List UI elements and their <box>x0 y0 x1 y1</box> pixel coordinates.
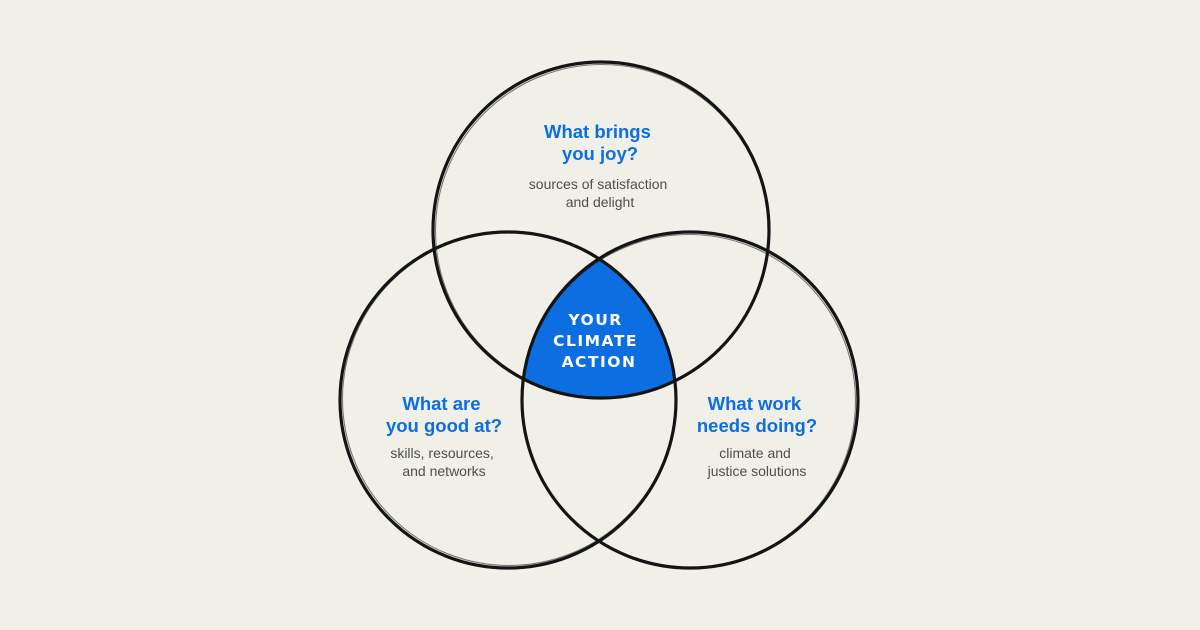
left-question-subtitle-line: skills, resources, <box>390 445 493 461</box>
top-question-subtitle-line: and delight <box>566 194 635 210</box>
top-question-title-line: you joy? <box>562 143 638 164</box>
right-circle-texture <box>521 233 857 569</box>
right-question-title: What work needs doing? <box>697 393 817 436</box>
top-question-subtitle-line: sources of satisfaction <box>529 176 668 192</box>
center-label: YOUR CLIMATE ACTION <box>553 311 645 371</box>
center-label-line: CLIMATE <box>553 332 638 350</box>
center-label-line: ACTION <box>562 353 637 371</box>
top-circle-texture <box>434 63 770 399</box>
right-question-subtitle-line: climate and <box>719 445 791 461</box>
center-label-line: YOUR <box>567 311 622 329</box>
right-question-subtitle-line: justice solutions <box>707 463 807 479</box>
left-question-title: What are you good at? <box>386 393 502 436</box>
right-question-subtitle: climate and justice solutions <box>707 445 807 479</box>
left-question-subtitle-line: and networks <box>402 463 485 479</box>
left-question-title-line: you good at? <box>386 415 502 436</box>
top-question-title: What brings you joy? <box>544 121 656 164</box>
top-question-subtitle: sources of satisfaction and delight <box>529 176 671 210</box>
right-question-title-line: What work <box>708 393 802 414</box>
left-question-title-line: What are <box>402 393 480 414</box>
top-question-title-line: What brings <box>544 121 651 142</box>
left-circle-texture <box>341 231 677 567</box>
left-question-subtitle: skills, resources, and networks <box>390 445 497 479</box>
right-question-title-line: needs doing? <box>697 415 817 436</box>
